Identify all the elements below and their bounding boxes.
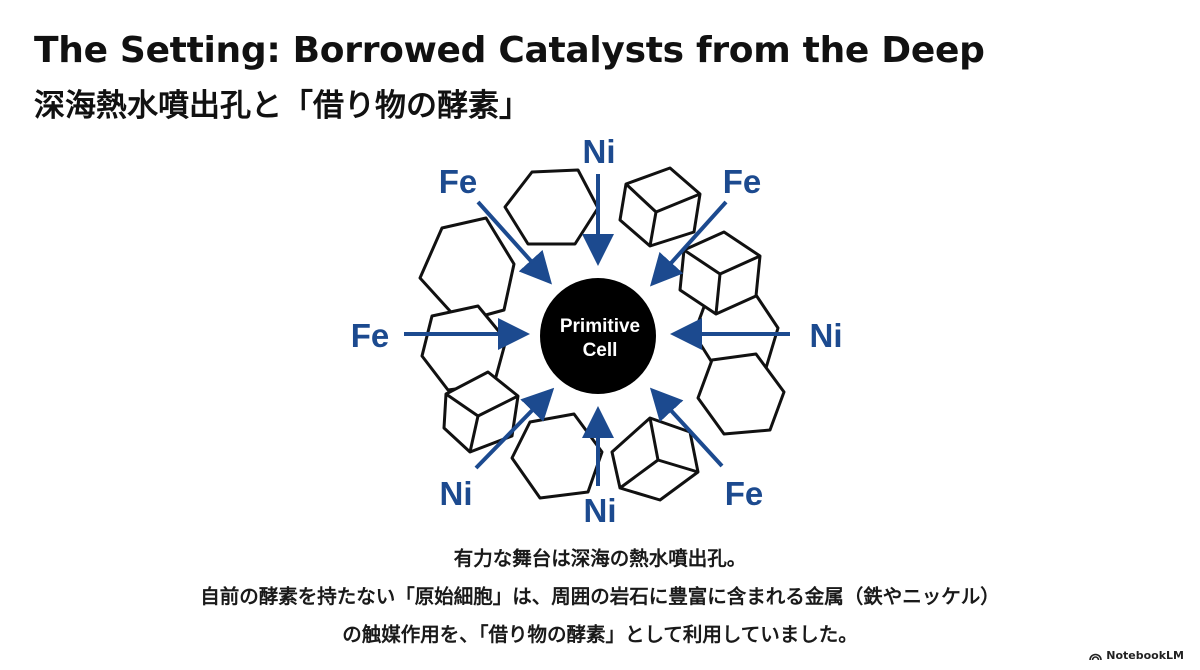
label-fe-left: Fe: [351, 317, 390, 354]
label-fe-top-right: Fe: [723, 163, 762, 200]
arrow-fe-top-left: [476, 200, 553, 285]
notebooklm-logo-icon: [1089, 651, 1103, 661]
brand-watermark: NotebookLM: [1089, 649, 1184, 662]
rock-cube: [618, 166, 702, 248]
caption-line-1: 有力な舞台は深海の熱水噴出孔。: [453, 547, 747, 570]
label-ni-bottom-left: Ni: [440, 475, 473, 512]
caption-line-2: 自前の酵素を持たない「原始細胞」は、周囲の岩石に豊富に含まれる金属（鉄やニッケル…: [200, 585, 1000, 608]
label-ni-top: Ni: [583, 133, 616, 170]
label-fe-top-left: Fe: [439, 163, 478, 200]
arrow-fe-bottom-right: [649, 387, 724, 468]
arrow-ni-bottom-left: [474, 387, 555, 470]
rock-hexagon: [503, 168, 600, 246]
label-fe-bottom-right: Fe: [725, 475, 764, 512]
rock-cube: [610, 416, 700, 502]
rock-hexagon: [418, 216, 516, 324]
caption-line-3: の触媒作用を、「借り物の酵素」として利用していました。: [342, 623, 858, 646]
slide-subtitle: 深海熱水噴出孔と「借り物の酵素」: [34, 88, 530, 124]
primitive-cell: [540, 278, 656, 394]
rock-hexagon: [510, 412, 604, 500]
arrow-fe-top-right: [649, 200, 728, 287]
label-ni-bottom: Ni: [584, 492, 617, 529]
brand-name: NotebookLM: [1106, 649, 1184, 662]
rock-hexagon: [696, 352, 786, 436]
cell-label-line2: Cell: [583, 340, 618, 361]
label-ni-right: Ni: [810, 317, 843, 354]
rock-cube: [442, 370, 520, 454]
slide-title: The Setting: Borrowed Catalysts from the…: [34, 30, 985, 71]
rock-cube: [678, 230, 762, 316]
cell-label-line1: Primitive: [560, 316, 640, 337]
